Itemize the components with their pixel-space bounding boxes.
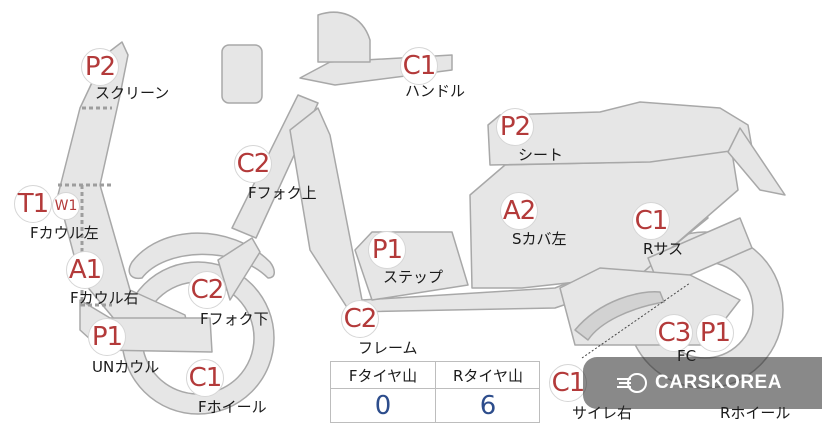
rear-tire-column: Rタイヤ山 6 [436, 362, 540, 422]
front-tire-header: Fタイヤ山 [331, 362, 435, 389]
marker-cowl-left-extra: W1 [52, 192, 80, 220]
marker-rear-suspension: C1 [632, 202, 670, 240]
marker-side-cover-left: A2 [500, 192, 538, 230]
label-front-wheel: Fホイール [198, 398, 267, 416]
seat-shape [487, 101, 753, 166]
marker-seat: P2 [496, 108, 534, 146]
exhaust-pipe-shape [574, 291, 665, 341]
rear-tire-header: Rタイヤ山 [436, 362, 540, 389]
front-fender-shape [128, 232, 275, 280]
label-under-cowl: UNカウル [92, 358, 160, 376]
carskorea-logo-icon [617, 373, 647, 393]
watermark-text: CARSKOREA [655, 372, 782, 393]
tire-tread-table: Fタイヤ山 0 Rタイヤ山 6 [330, 361, 540, 423]
front-tire-value: 0 [374, 390, 392, 421]
marker-screen: P2 [81, 48, 119, 86]
fork-lower-shape [217, 237, 261, 301]
marker-front-wheel: C1 [186, 359, 224, 397]
engine-shape [559, 267, 741, 346]
callout-line [581, 282, 691, 359]
marker-under-cowl: P1 [88, 318, 126, 356]
marker-cowl-right: A1 [66, 251, 104, 289]
label-side-cover-left: Sカバ左 [512, 230, 567, 248]
marker-fork-upper: C2 [234, 145, 272, 183]
rear-tire-value: 6 [479, 390, 497, 421]
marker-muffler-right: C1 [549, 364, 587, 402]
label-fork-lower: Fフォク下 [200, 310, 269, 328]
front-tire-column: Fタイヤ山 0 [331, 362, 435, 422]
marker-cowl-left: T1 [14, 185, 52, 223]
label-handle: ハンドル [405, 82, 466, 100]
marker-frame: C2 [341, 300, 379, 338]
label-screen: スクリーン [95, 84, 170, 102]
label-fork-upper: Fフォク上 [248, 184, 317, 202]
marker-step: P1 [368, 231, 406, 269]
label-frame: フレーム [358, 339, 418, 357]
label-cowl-right: Fカウル右 [70, 289, 139, 307]
headlight-shape [221, 44, 263, 104]
mirror-shape [317, 11, 371, 63]
label-rear-suspension: Rサス [643, 240, 684, 258]
table-divider [435, 362, 436, 422]
label-cowl-left: Fカウル左 [30, 224, 99, 242]
rear-cowl-tail-shape [727, 127, 786, 196]
marker-fc: C3 [655, 314, 693, 352]
marker-handle: C1 [400, 47, 438, 85]
label-seat: シート [518, 146, 564, 164]
label-step: ステップ [383, 268, 444, 286]
marker-rear-wheel: P1 [696, 314, 734, 352]
marker-fork-lower: C2 [188, 271, 226, 309]
seam-cowl [58, 183, 112, 307]
carskorea-watermark: CARSKOREA [583, 357, 822, 409]
